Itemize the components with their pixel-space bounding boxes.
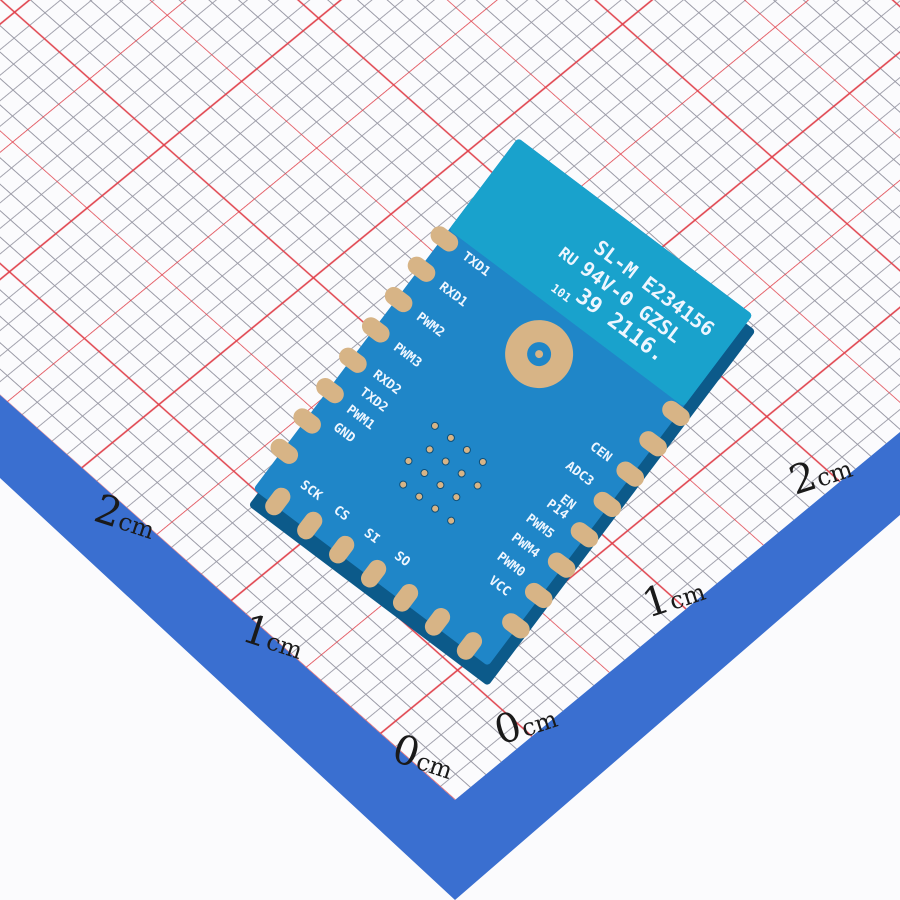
- solder-pad-bottom: [424, 608, 451, 636]
- via: [436, 481, 445, 490]
- solder-pad-bottom: [456, 632, 483, 660]
- antenna-area: [450, 139, 752, 406]
- via: [462, 445, 471, 454]
- solder-pad-bottom: [360, 559, 387, 588]
- solder-pad-right: [524, 582, 553, 609]
- solder-pad-right: [547, 552, 576, 578]
- via-group: [399, 421, 487, 525]
- via: [404, 456, 413, 465]
- solder-pad-left: [339, 347, 367, 373]
- solder-pad-bottom: [392, 583, 419, 612]
- rf-connector: [505, 320, 574, 389]
- solder-pad-left: [361, 317, 390, 343]
- via: [478, 457, 487, 466]
- solder-pad-left: [430, 226, 459, 252]
- via: [420, 469, 429, 478]
- solder-pad-right: [593, 491, 622, 518]
- via: [430, 421, 439, 430]
- ruler-label-left-0: 0 cm: [387, 726, 456, 785]
- via: [415, 492, 424, 501]
- via: [473, 481, 482, 490]
- via: [399, 480, 408, 489]
- solder-pad-right: [570, 522, 599, 548]
- via: [447, 516, 456, 525]
- via: [441, 457, 450, 466]
- pad-group: [265, 226, 690, 660]
- solder-pad-bottom: [265, 487, 291, 516]
- solder-pad-left: [316, 377, 344, 404]
- solder-pad-left: [407, 256, 436, 282]
- solder-pad-bottom: [329, 535, 355, 564]
- solder-pad-left: [293, 408, 321, 434]
- via: [457, 469, 466, 478]
- via: [446, 433, 455, 442]
- via: [431, 504, 440, 513]
- wifi-module: SL-M E234156 RU 94V-0 GZSL 39 2116. 101 …: [249, 139, 755, 685]
- solder-pad-left: [384, 286, 413, 313]
- via: [452, 493, 461, 502]
- solder-pad-right: [662, 400, 690, 427]
- solder-pad-right: [502, 613, 530, 639]
- solder-pad-right: [639, 431, 667, 457]
- solder-pad-left: [270, 438, 299, 464]
- via: [425, 445, 434, 454]
- solder-pad-bottom: [297, 511, 323, 540]
- ruler-band: [0, 395, 900, 900]
- solder-pad-right: [616, 461, 645, 487]
